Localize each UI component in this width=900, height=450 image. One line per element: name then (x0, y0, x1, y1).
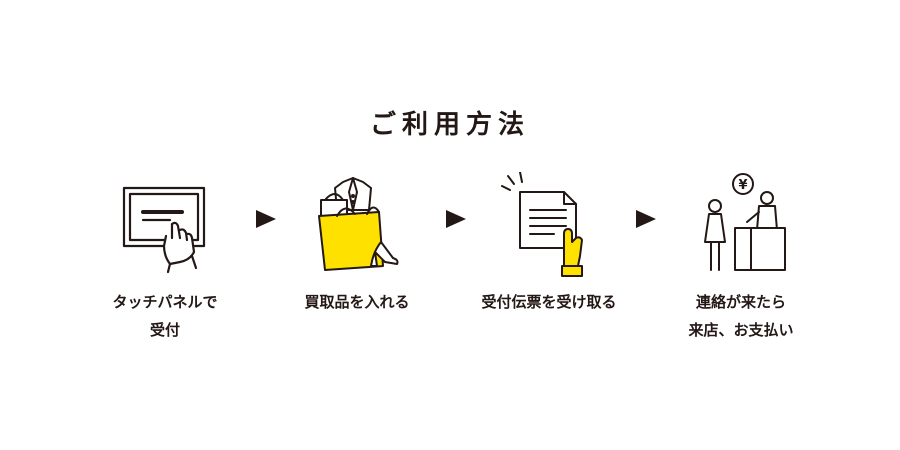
touch-panel-icon (70, 172, 260, 282)
next-arrow-icon (636, 210, 656, 228)
step-label: 買取品を入れる (304, 293, 410, 311)
shopping-bag-icon (262, 172, 452, 282)
step-label: 受付伝票を受け取る (481, 293, 617, 311)
receipt-slip-icon (454, 172, 644, 282)
step-label: 連絡が来たら 来店、お支払い (688, 293, 794, 339)
step-label: タッチパネルで 受付 (112, 293, 218, 339)
next-arrow-icon (256, 210, 276, 228)
page-title: ご利用方法 (369, 110, 530, 140)
svg-text:¥: ¥ (738, 178, 747, 193)
next-arrow-icon (446, 210, 466, 228)
counter-payment-icon: ¥ (646, 172, 836, 282)
